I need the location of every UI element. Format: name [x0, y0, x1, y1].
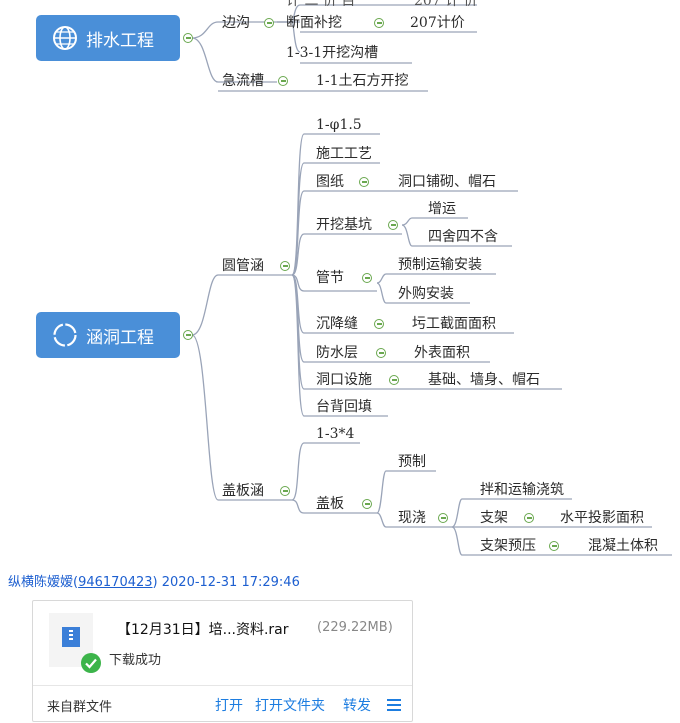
- forward-button[interactable]: 转发: [343, 698, 371, 714]
- mindmap-node[interactable]: 外购安装: [398, 286, 454, 302]
- mindmap-node[interactable]: 台背回填: [316, 399, 372, 415]
- root-label: 涵洞工程: [86, 327, 154, 348]
- root-node-drainage[interactable]: 排水工程: [36, 15, 180, 61]
- mindmap-node[interactable]: 断面补挖: [286, 15, 342, 31]
- collapse-toggle[interactable]: [183, 33, 193, 43]
- menu-icon[interactable]: [387, 699, 401, 711]
- mindmap-node[interactable]: 预制运输安装: [398, 257, 482, 273]
- download-success-icon: [81, 653, 101, 673]
- mindmap-node[interactable]: 1-3-1开挖沟槽: [286, 45, 379, 61]
- message-header: 纵横陈嫒嫒(946170423) 2020-12-31 17:29:46: [8, 575, 300, 590]
- collapse-toggle[interactable]: [264, 18, 274, 28]
- open-button[interactable]: 打开: [215, 698, 243, 714]
- mindmap-node[interactable]: 管节: [316, 270, 344, 286]
- mindmap-node[interactable]: 预制: [398, 454, 426, 470]
- mindmap-node[interactable]: 207计价: [410, 15, 465, 31]
- root-label: 排水工程: [86, 30, 154, 51]
- mindmap-node[interactable]: 1-φ1.5: [316, 117, 362, 133]
- file-size: (229.22MB): [317, 620, 393, 635]
- collapse-toggle[interactable]: [278, 76, 288, 86]
- mindmap-node[interactable]: 急流槽: [222, 73, 264, 89]
- collapse-toggle[interactable]: [183, 330, 193, 340]
- mindmap-node[interactable]: 盖板: [316, 496, 344, 512]
- mindmap-connectors: [191, 4, 672, 556]
- collapse-toggle[interactable]: [389, 375, 399, 385]
- sender-name[interactable]: 纵横陈嫒嫒: [8, 575, 74, 590]
- mindmap-node[interactable]: 沉降缝: [316, 316, 358, 332]
- collapse-toggle[interactable]: [280, 486, 290, 496]
- mindmap-node[interactable]: 水平投影面积: [560, 510, 644, 526]
- collapse-toggle[interactable]: [438, 513, 448, 523]
- collapse-toggle[interactable]: [524, 513, 534, 523]
- mindmap-node[interactable]: 1-3*4: [316, 426, 355, 442]
- mindmap-canvas[interactable]: 排水工程 涵洞工程 计 二 价 目 207 计 价 边沟 断面补挖 207计价 …: [32, 0, 680, 560]
- mindmap-node[interactable]: 207 计 价: [414, 0, 478, 9]
- mindmap-node[interactable]: 混凝土体积: [588, 538, 658, 554]
- collapse-toggle[interactable]: [362, 273, 372, 283]
- collapse-toggle[interactable]: [376, 348, 386, 358]
- mindmap-node[interactable]: 支架预压: [480, 538, 536, 554]
- circle-icon: [53, 323, 77, 347]
- mindmap-node[interactable]: 支架: [480, 510, 508, 526]
- collapse-toggle[interactable]: [388, 220, 398, 230]
- mindmap-node[interactable]: 外表面积: [414, 345, 470, 361]
- mindmap-node[interactable]: 现浇: [398, 510, 426, 526]
- file-name[interactable]: 【12月31日】培...资料.rar: [117, 622, 289, 638]
- mindmap-node[interactable]: 盖板涵: [222, 483, 264, 499]
- collapse-toggle[interactable]: [374, 18, 384, 28]
- mindmap-node[interactable]: 圬工截面面积: [412, 316, 496, 332]
- collapse-toggle[interactable]: [280, 261, 290, 271]
- mindmap-node[interactable]: 拌和运输浇筑: [480, 482, 564, 498]
- rar-file-icon: [49, 613, 101, 673]
- open-folder-button[interactable]: 打开文件夹: [255, 698, 325, 714]
- divider: [33, 685, 412, 686]
- globe-icon: [53, 26, 77, 50]
- mindmap-node[interactable]: 基础、墙身、帽石: [428, 372, 540, 388]
- collapse-toggle[interactable]: [359, 177, 369, 187]
- collapse-toggle[interactable]: [374, 319, 384, 329]
- download-status: 下载成功: [109, 653, 162, 668]
- mindmap-node[interactable]: 计 二 价 目: [286, 0, 356, 9]
- mindmap-node[interactable]: 施工工艺: [316, 146, 372, 162]
- sender-qq-link[interactable]: 946170423: [78, 575, 153, 590]
- mindmap-node[interactable]: 增运: [428, 201, 456, 217]
- file-source: 来自群文件: [47, 700, 113, 715]
- mindmap-node[interactable]: 四舍四不含: [428, 229, 498, 245]
- mindmap-node[interactable]: 洞口设施: [316, 372, 372, 388]
- mindmap-node[interactable]: 圆管涵: [222, 258, 264, 274]
- root-node-culvert[interactable]: 涵洞工程: [36, 312, 180, 358]
- collapse-toggle[interactable]: [549, 541, 559, 551]
- mindmap-node[interactable]: 洞口铺砌、帽石: [398, 174, 496, 190]
- mindmap-node[interactable]: 图纸: [316, 174, 344, 190]
- mindmap-node[interactable]: 1-1土石方开挖: [316, 73, 409, 89]
- mindmap-node[interactable]: 边沟: [222, 15, 250, 31]
- message-timestamp: 2020-12-31 17:29:46: [161, 575, 300, 590]
- mindmap-node[interactable]: 开挖基坑: [316, 217, 372, 233]
- mindmap-node[interactable]: 防水层: [316, 345, 358, 361]
- collapse-toggle[interactable]: [362, 499, 372, 509]
- file-card[interactable]: 【12月31日】培...资料.rar (229.22MB) 下载成功 来自群文件…: [32, 600, 413, 722]
